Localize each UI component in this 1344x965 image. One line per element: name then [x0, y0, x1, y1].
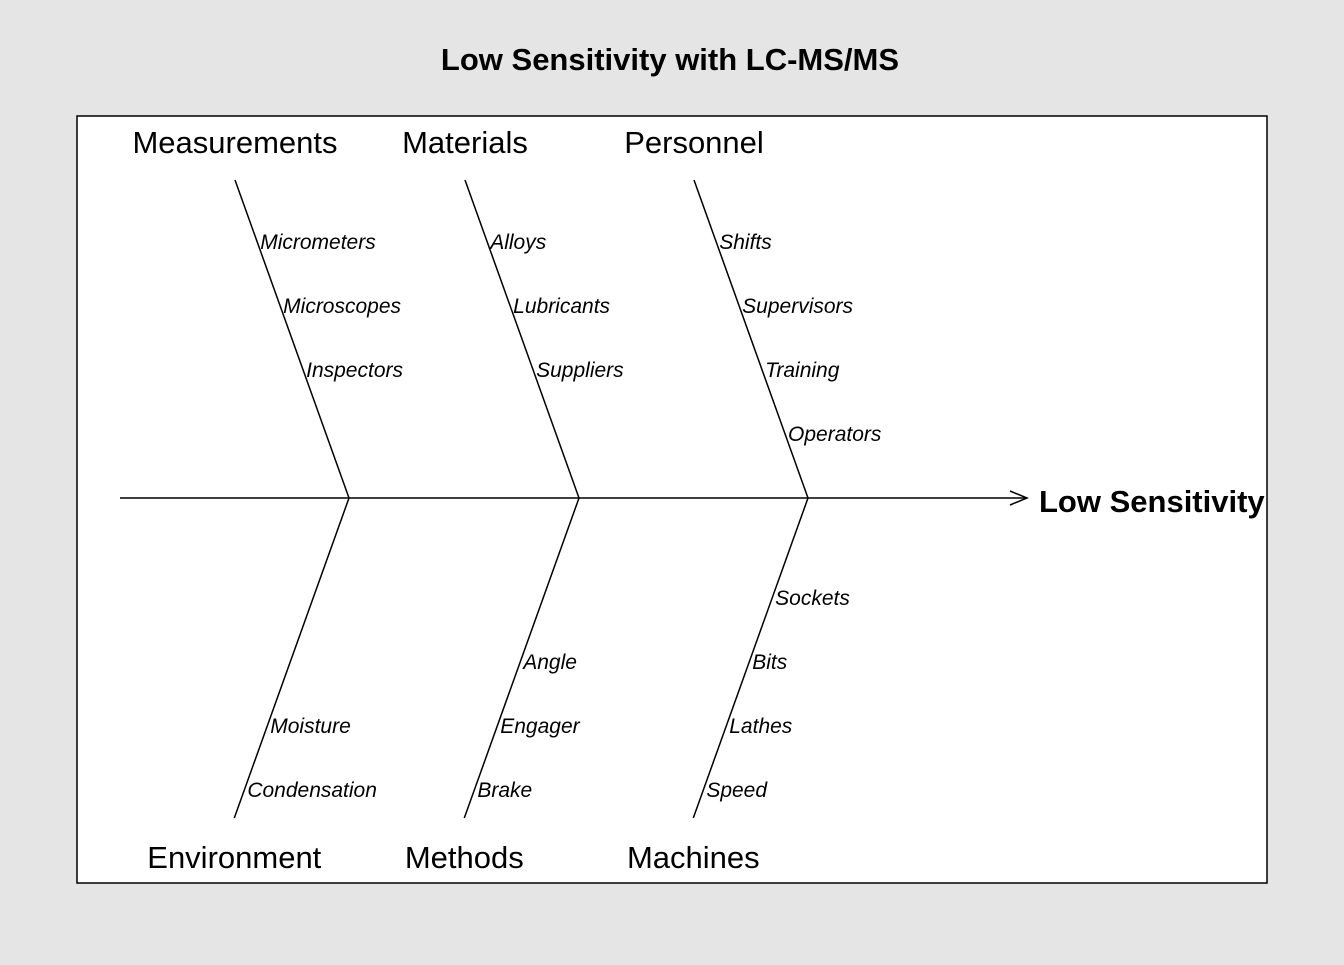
cause-inspectors: Inspectors	[306, 359, 403, 382]
branch-line-environment	[233, 497, 350, 819]
cause-engager: Engager	[500, 715, 580, 738]
branch-label-personnel: Personnel	[624, 125, 764, 160]
cause-suppliers: Suppliers	[536, 359, 624, 382]
cause-sockets: Sockets	[775, 587, 850, 610]
cause-microscopes: Microscopes	[283, 295, 401, 318]
branch-label-materials: Materials	[402, 125, 528, 160]
cause-micrometers: Micrometers	[260, 231, 376, 254]
plot-panel	[76, 115, 1268, 884]
branch-label-machines: Machines	[627, 840, 760, 875]
branch-label-methods: Methods	[405, 840, 524, 875]
cause-brake: Brake	[477, 779, 532, 802]
cause-condensation: Condensation	[247, 779, 377, 802]
bones-layer: Low Sensitivity MeasurementsMicrometersM…	[120, 125, 1265, 875]
effect-label: Low Sensitivity	[1039, 484, 1265, 519]
cause-moisture: Moisture	[270, 715, 351, 738]
branch-line-machines	[692, 497, 809, 819]
cause-shifts: Shifts	[719, 231, 772, 254]
cause-lubricants: Lubricants	[513, 295, 610, 318]
branch-label-environment: Environment	[147, 840, 321, 875]
spine-arrowhead	[1009, 490, 1029, 506]
branch-line-methods	[463, 497, 580, 819]
cause-angle: Angle	[521, 651, 577, 674]
cause-bits: Bits	[752, 651, 788, 674]
cause-alloys: Alloys	[488, 231, 547, 254]
branch-label-measurements: Measurements	[132, 125, 337, 160]
branch-line-personnel	[693, 179, 809, 499]
branch-line-measurements	[234, 179, 350, 499]
cause-speed: Speed	[706, 779, 768, 802]
diagram-title: Low Sensitivity with LC-MS/MS	[441, 42, 899, 77]
cause-operators: Operators	[788, 423, 882, 446]
cause-supervisors: Supervisors	[742, 295, 853, 318]
cause-training: Training	[765, 359, 840, 382]
cause-lathes: Lathes	[729, 715, 793, 738]
branch-line-materials	[464, 179, 580, 499]
